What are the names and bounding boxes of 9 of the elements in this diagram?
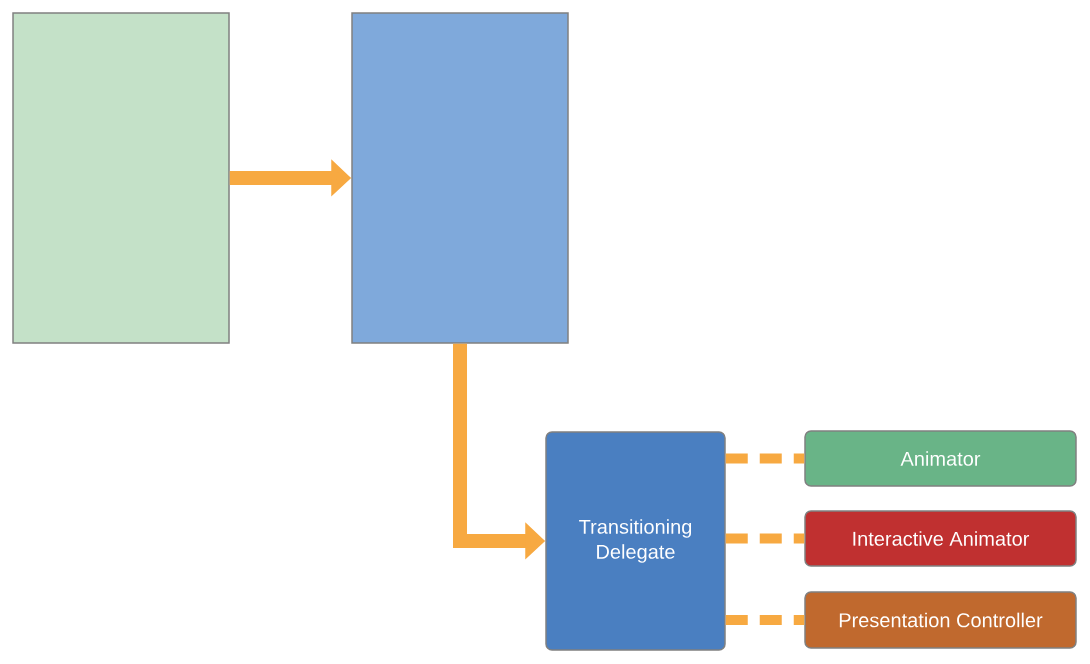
panel-box <box>351 12 569 344</box>
component-box: Interactive Animator <box>804 510 1077 567</box>
process-box: Transitioning Delegate <box>545 431 726 651</box>
component-box: Presentation Controller <box>804 591 1077 649</box>
connector <box>725 453 805 464</box>
panel-box <box>12 12 230 344</box>
connector <box>725 615 805 625</box>
connector <box>725 533 805 544</box>
component-box: Animator <box>804 430 1077 487</box>
